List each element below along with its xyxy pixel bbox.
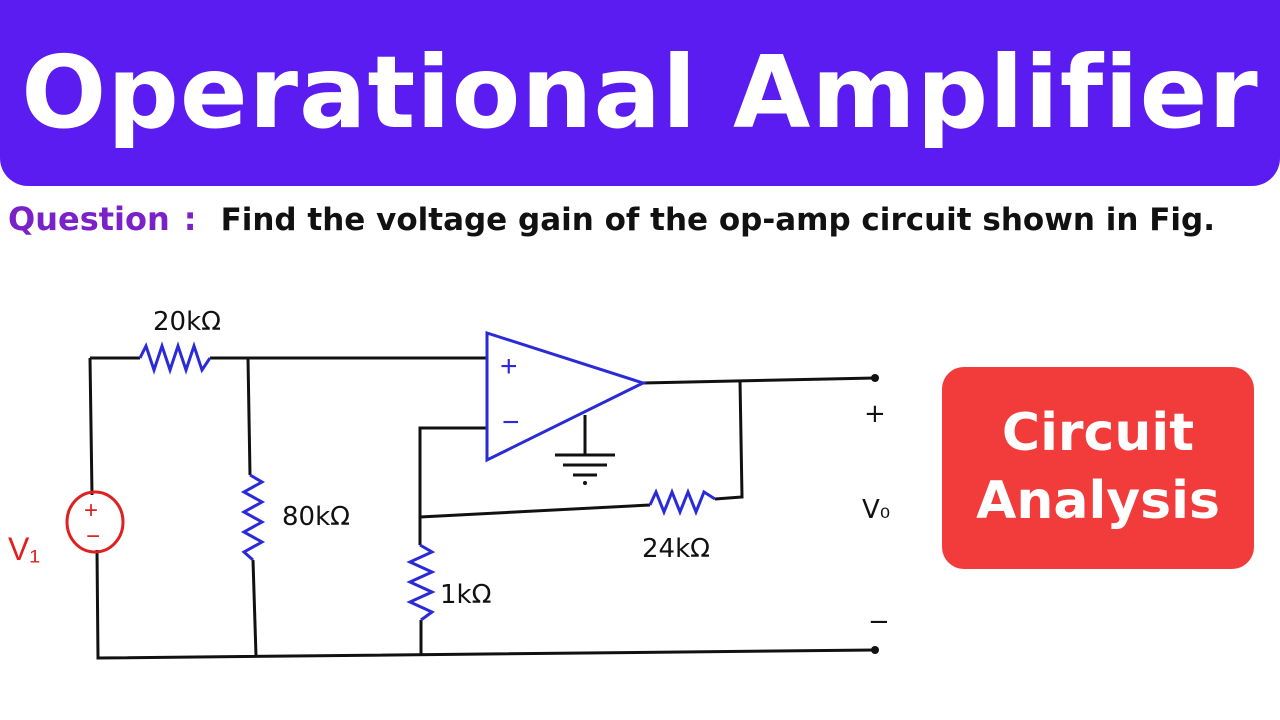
label-20k: 20kΩ (153, 307, 221, 337)
output-plus-label: + (864, 399, 886, 429)
output-minus-label: − (868, 607, 890, 637)
question: Question: Find the voltage gain of the op… (8, 200, 1215, 238)
badge-line-2: Analysis (976, 471, 1220, 531)
opamp-minus: − (502, 406, 520, 439)
opamp-plus: + (500, 350, 518, 383)
page-title: Operational Amplifier (21, 34, 1259, 151)
label-80k: 80kΩ (282, 502, 350, 532)
resistor-1k (406, 543, 436, 622)
question-colon: : (183, 200, 197, 238)
output-label: V₀ (862, 495, 890, 525)
resistor-80k (240, 473, 266, 562)
title-banner: Operational Amplifier (0, 0, 1280, 186)
source-label: V₁ (8, 531, 40, 567)
source-plus: + (84, 497, 98, 524)
opamp-triangle (485, 330, 647, 463)
source-minus: − (86, 523, 100, 550)
question-label: Question (8, 200, 170, 238)
resistor-20k (138, 341, 212, 375)
circuit-analysis-badge: Circuit Analysis (942, 367, 1254, 569)
resistor-24k (648, 487, 716, 517)
output-terminal-minus (871, 646, 879, 654)
ground-icon (583, 481, 587, 485)
wires (88, 356, 876, 660)
badge-line-1: Circuit (1001, 403, 1195, 464)
label-24k: 24kΩ (642, 534, 710, 564)
voltage-source-icon (65, 490, 125, 554)
question-text: Find the voltage gain of the op-amp circ… (220, 202, 1215, 238)
label-1k: 1kΩ (440, 580, 491, 610)
output-terminal-plus (871, 374, 879, 382)
